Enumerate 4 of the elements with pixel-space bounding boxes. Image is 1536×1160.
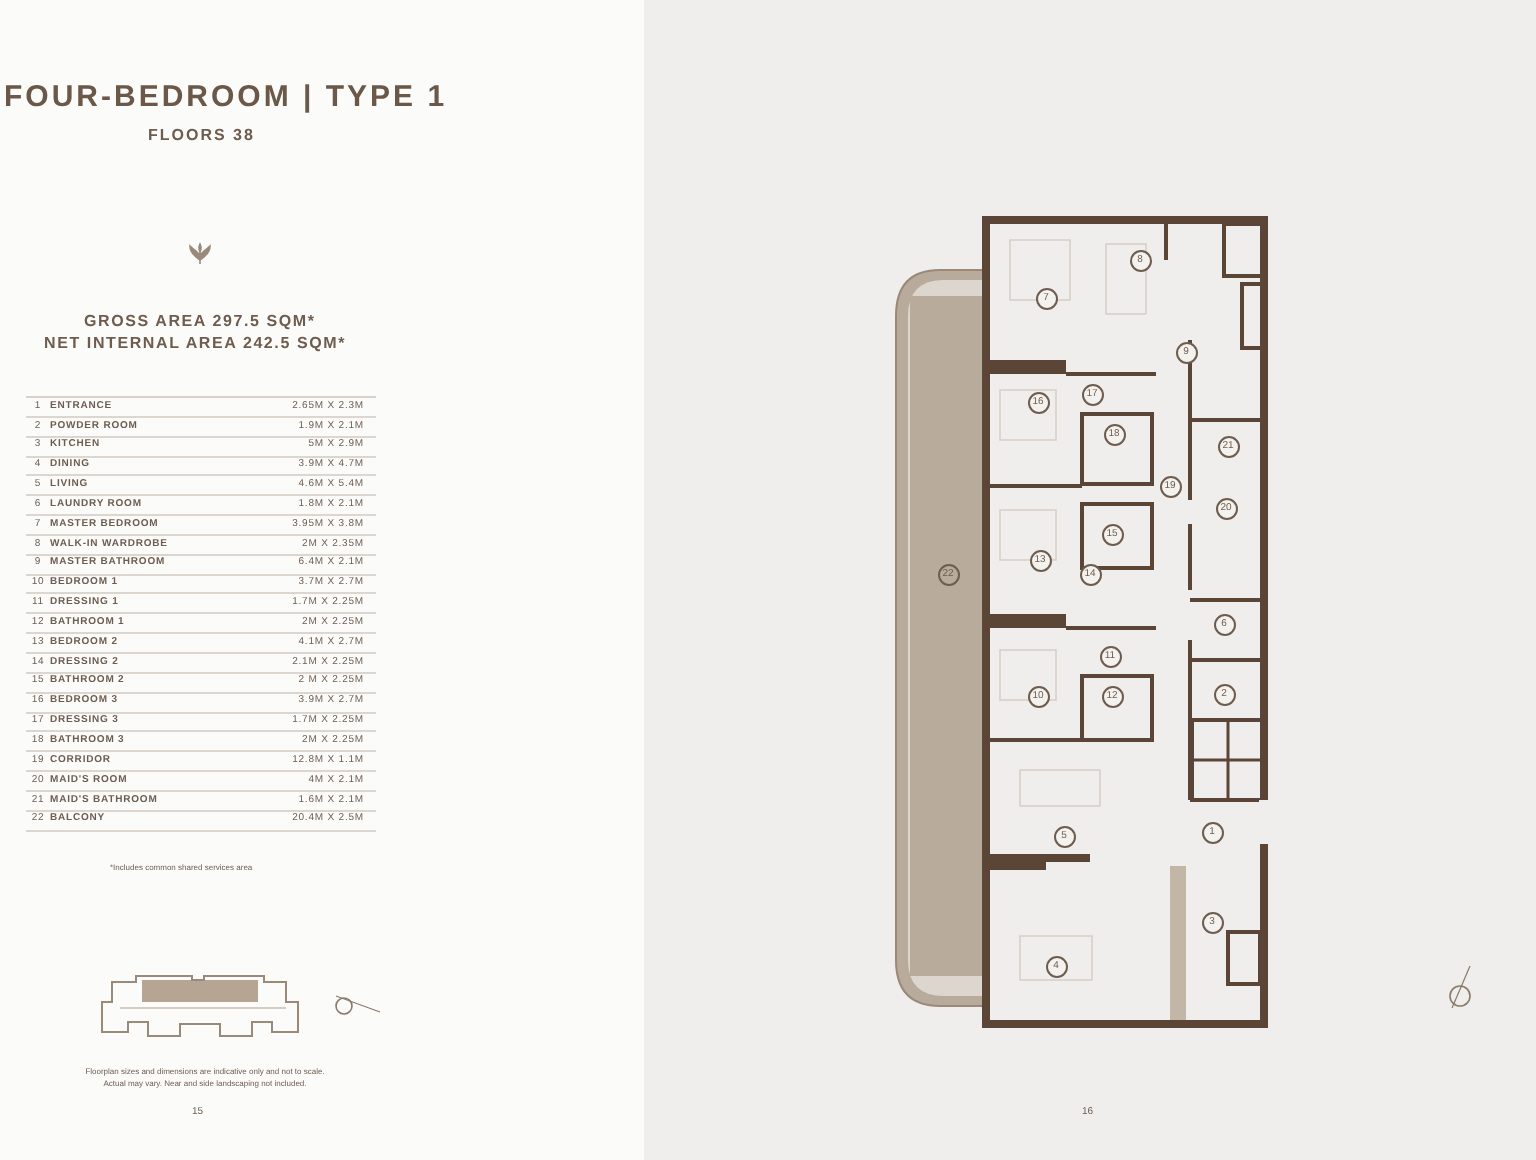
heading: FOUR-BEDROOM | TYPE 1 [4, 78, 448, 118]
gross-area-text: GROSS AREA 297.5 SQM* [84, 310, 316, 334]
net-area-text: NET INTERNAL AREA 242.5 SQM* [44, 332, 347, 356]
floor-label: FLOORS 38 [148, 124, 255, 148]
